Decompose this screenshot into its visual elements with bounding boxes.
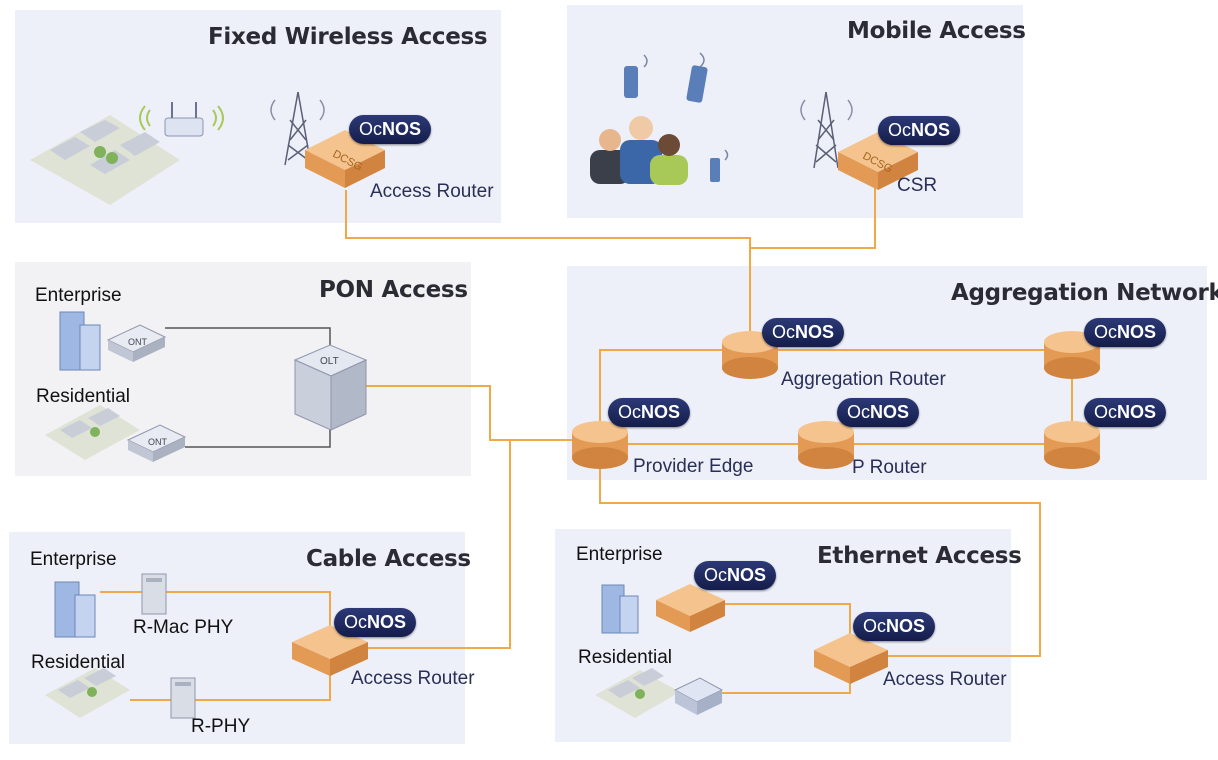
badge-text-nos: NOS — [727, 565, 767, 585]
cable-enterprise-label: Enterprise — [30, 549, 117, 570]
eth-access-router — [814, 633, 888, 684]
ocnos-badge-provider-edge: OcNOS — [608, 398, 691, 427]
agg-router-bottom-right — [1044, 421, 1100, 469]
badge-text-nos: NOS — [1117, 402, 1157, 422]
pon-ont-text-2: ONT — [148, 437, 168, 447]
eth-enterprise-label: Enterprise — [576, 544, 663, 565]
cable-residential-label: Residential — [31, 652, 125, 673]
residential-houses-illustration — [30, 115, 180, 205]
pon-residential-label: Residential — [36, 386, 130, 407]
rmac-phy-label: R-Mac PHY — [133, 617, 234, 638]
ocnos-badge-p-router: OcNOS — [837, 398, 920, 427]
eth-enterprise-router — [656, 584, 725, 632]
badge-text-oc: Oc — [704, 565, 728, 585]
ocnos-badge-agg-top-right: OcNOS — [1084, 318, 1167, 347]
pon-enterprise-building — [59, 311, 101, 371]
pon-olt-device: OLT — [293, 344, 368, 431]
rphy-device — [170, 677, 196, 719]
cable-to-pe-link — [330, 440, 511, 649]
pon-residential-houses — [45, 405, 140, 460]
fixed-wireless-title: Fixed Wireless Access — [208, 24, 488, 50]
mobile-access-title: Mobile Access — [847, 18, 1026, 44]
badge-text-oc: Oc — [863, 616, 887, 636]
cable-enterprise-building — [54, 581, 96, 638]
rmac-phy-device — [141, 573, 167, 615]
badge-text-oc: Oc — [1094, 322, 1118, 342]
aggregation-network-title: Aggregation Network — [951, 280, 1218, 306]
phones-illustration — [624, 52, 729, 182]
ocnos-badge-agg-bottom-right: OcNOS — [1084, 398, 1167, 427]
pe-to-agg-link — [599, 349, 745, 440]
p-router-label: P Router — [852, 457, 927, 478]
badge-text-oc: Oc — [772, 322, 796, 342]
aggregation-router-label: Aggregation Router — [781, 369, 946, 390]
eth-enterprise-building — [601, 584, 639, 634]
eth-residential-houses — [595, 668, 680, 718]
aggregation-router — [722, 331, 778, 379]
cable-access-title: Cable Access — [306, 546, 471, 572]
pon-olt-text: OLT — [320, 356, 339, 367]
badge-text-oc: Oc — [344, 612, 368, 632]
badge-text-oc: Oc — [1094, 402, 1118, 422]
provider-edge-router — [572, 421, 628, 469]
badge-text-oc: Oc — [888, 120, 912, 140]
badge-text-nos: NOS — [641, 402, 681, 422]
eth-residential-label: Residential — [578, 647, 672, 668]
cable-residential-link — [130, 660, 331, 701]
cable-residential-houses — [45, 668, 130, 718]
ocnos-badge-eth-access-router: OcNOS — [853, 612, 936, 641]
mobile-to-aggregation-link — [750, 180, 876, 249]
badge-text-nos: NOS — [795, 322, 835, 342]
fwa-to-aggregation-link — [345, 190, 751, 345]
rphy-label: R-PHY — [191, 716, 251, 737]
pon-enterprise-label: Enterprise — [35, 285, 122, 306]
pon-residential-ont: ONT — [126, 424, 187, 462]
ocnos-badge-aggregation-router: OcNOS — [762, 318, 845, 347]
ocnos-badge-fwa: OcNOS — [349, 115, 432, 144]
p-router — [798, 421, 854, 469]
wifi-router-illustration — [139, 102, 224, 137]
csr-label: CSR — [897, 175, 938, 196]
eth-access-router-label: Access Router — [883, 669, 1007, 690]
badge-text-nos: NOS — [886, 616, 926, 636]
provider-edge-label: Provider Edge — [633, 456, 754, 477]
ethernet-access-title: Ethernet Access — [817, 543, 1022, 569]
olt-to-pe-link — [366, 385, 600, 441]
ocnos-badge-csr: OcNOS — [878, 116, 961, 145]
pon-access-title: PON Access — [319, 277, 468, 303]
pon-ont-text-1: ONT — [128, 337, 148, 347]
eth-enterprise-link — [700, 603, 851, 645]
badge-text-oc: Oc — [359, 119, 383, 139]
pon-enterprise-ont: ONT — [106, 324, 167, 362]
badge-text-nos: NOS — [1117, 322, 1157, 342]
pe-to-ethernet-link — [599, 460, 1041, 657]
eth-residential-switch — [673, 677, 724, 715]
badge-text-oc: Oc — [618, 402, 642, 422]
cable-enterprise-link — [100, 591, 331, 640]
agg-router-top-right — [1044, 331, 1100, 379]
ocnos-badge-eth-enterprise-router: OcNOS — [694, 561, 777, 590]
cell-tower-mobile-illustration — [800, 91, 853, 169]
fwa-access-router-label: Access Router — [370, 181, 494, 202]
cable-access-router-label: Access Router — [351, 668, 475, 689]
people-illustration — [590, 116, 688, 185]
badge-text-nos: NOS — [367, 612, 407, 632]
badge-text-nos: NOS — [382, 119, 422, 139]
badge-text-oc: Oc — [847, 402, 871, 422]
badge-text-nos: NOS — [911, 120, 951, 140]
badge-text-nos: NOS — [870, 402, 910, 422]
ocnos-badge-cable-router: OcNOS — [334, 608, 417, 637]
